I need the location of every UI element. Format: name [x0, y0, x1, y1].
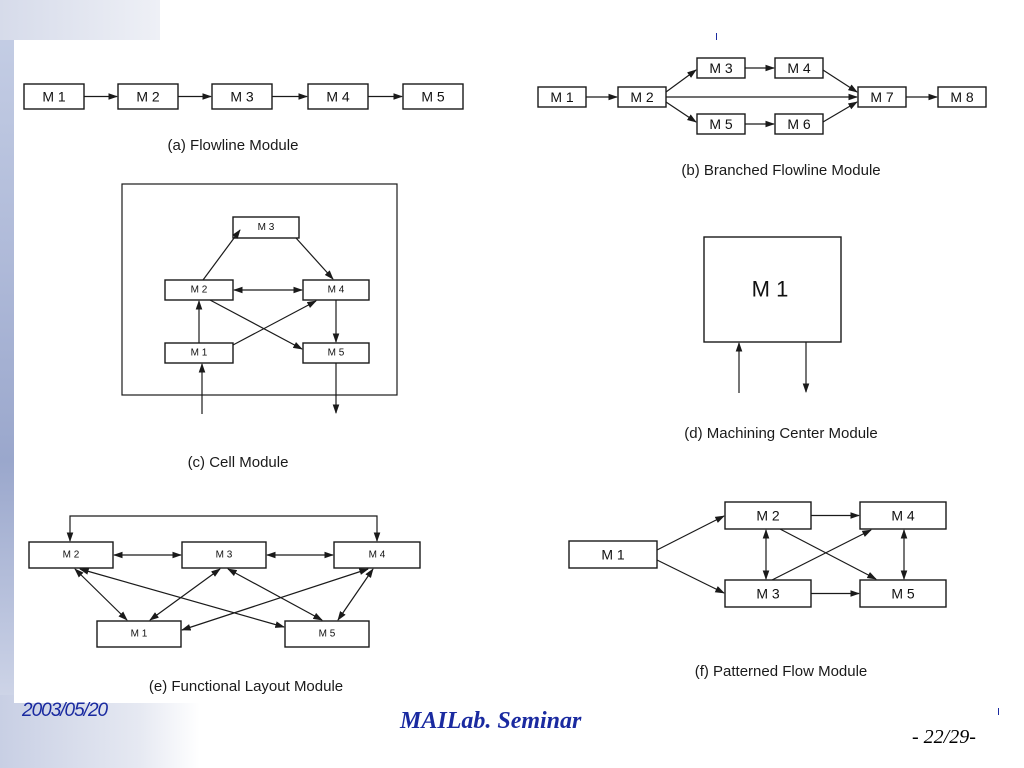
svg-text:M 2: M 2: [756, 508, 780, 524]
module-box: M 8: [937, 86, 987, 108]
svg-text:M 8: M 8: [950, 89, 974, 105]
diagram-functional-layout: M 2 M 3 M 4 M 1 M 5 (e) Functional Layou…: [28, 515, 421, 695]
svg-text:M 5: M 5: [328, 348, 345, 359]
flow-arrow: [656, 559, 725, 594]
caption-functional-layout: (e) Functional Layout Module: [149, 678, 343, 695]
module-box: M 2: [164, 279, 234, 301]
module-box: M 1: [537, 86, 587, 108]
svg-text:M 1: M 1: [131, 629, 148, 640]
module-box: M 4: [333, 541, 421, 569]
svg-text:M 2: M 2: [63, 550, 80, 561]
caption-patterned-flow: (f) Patterned Flow Module: [695, 663, 868, 680]
svg-text:M 3: M 3: [216, 550, 233, 561]
module-box: M 2: [117, 83, 179, 110]
svg-text:M 4: M 4: [891, 508, 915, 524]
module-box: M 2: [724, 501, 812, 530]
flow-arrow: [227, 568, 323, 621]
module-box: M 1: [568, 540, 658, 569]
svg-text:M 6: M 6: [787, 116, 811, 132]
caption-machining-center: (d) Machining Center Module: [684, 425, 877, 442]
svg-text:M 3: M 3: [258, 222, 275, 233]
module-box: M 5: [402, 83, 464, 110]
diagram-patterned-flow: M 1 M 2 M 4 M 3 M 5 (f) Patterned Flow M…: [568, 501, 947, 680]
footer-page-number: - 22/29-: [912, 726, 976, 748]
svg-text:M 3: M 3: [230, 89, 254, 105]
flow-arrow: [665, 101, 697, 123]
flow-arrow: [337, 568, 374, 621]
flow-arrow: [665, 69, 697, 93]
svg-text:M 2: M 2: [136, 89, 160, 105]
flow-arrow: [822, 101, 858, 123]
svg-text:M 1: M 1: [601, 547, 625, 563]
footer-date: 2003/05/20: [22, 700, 108, 721]
tick-mark-bottom: [998, 708, 999, 715]
flow-arrow: [779, 528, 877, 580]
module-box: M 6: [774, 113, 824, 135]
svg-text:M 5: M 5: [891, 586, 915, 602]
flow-arrow: [74, 568, 128, 621]
caption-branched-flowline: (b) Branched Flowline Module: [681, 162, 880, 179]
svg-text:M 3: M 3: [709, 60, 733, 76]
diagram-cell: M 3 M 2 M 4 M 1 M 5 (c) Cell Module: [121, 183, 398, 471]
flow-arrow: [771, 529, 872, 581]
module-box: M 4: [302, 279, 370, 301]
module-box: M 3: [724, 579, 812, 608]
module-box: M 3: [696, 57, 746, 79]
svg-text:M 1: M 1: [191, 348, 208, 359]
caption-cell: (c) Cell Module: [188, 454, 289, 471]
flow-arrow: [66, 515, 381, 542]
module-box: M 5: [859, 579, 947, 608]
module-box: M 4: [774, 57, 824, 79]
caption-flowline: (a) Flowline Module: [168, 137, 299, 154]
svg-text:M 5: M 5: [319, 629, 336, 640]
module-box: M 4: [307, 83, 369, 110]
background-top: [0, 0, 1024, 40]
svg-text:M 7: M 7: [870, 89, 894, 105]
flow-arrow: [822, 69, 858, 93]
flow-arrow: [202, 229, 241, 281]
flow-arrow: [232, 300, 317, 346]
module-box: M 3: [211, 83, 273, 110]
module-box: M 1: [96, 620, 182, 648]
flow-arrow: [79, 568, 285, 628]
svg-text:M 4: M 4: [787, 60, 811, 76]
module-box: M 1: [164, 342, 234, 364]
diagram-machining-center: M 1 (d) Machining Center Module: [684, 236, 878, 442]
cell-boundary: [121, 183, 398, 396]
module-box: M 1: [703, 236, 842, 343]
flow-arrow: [295, 237, 334, 280]
module-box: M 5: [696, 113, 746, 135]
module-box: M 4: [859, 501, 947, 530]
background-decoration-top: [0, 0, 160, 40]
module-box: M 3: [232, 216, 300, 239]
svg-text:M 5: M 5: [709, 116, 733, 132]
flow-arrow: [656, 515, 725, 551]
svg-text:M 2: M 2: [630, 89, 654, 105]
module-box: M 7: [857, 86, 907, 108]
module-box: M 5: [284, 620, 370, 648]
svg-text:M 2: M 2: [191, 285, 208, 296]
diagram-flowline: M 1 M 2 M 3 M 4 M 5 (a) Flowline Module: [23, 83, 464, 154]
svg-text:M 1: M 1: [752, 277, 789, 302]
flow-arrow: [149, 568, 221, 621]
svg-text:M 3: M 3: [756, 586, 780, 602]
svg-text:M 5: M 5: [421, 89, 445, 105]
module-box: M 2: [617, 86, 667, 108]
module-box: M 3: [181, 541, 267, 569]
flow-arrow: [181, 568, 369, 631]
svg-text:M 1: M 1: [550, 89, 574, 105]
svg-text:M 4: M 4: [326, 89, 350, 105]
footer-seminar-title: MAILab. Seminar: [400, 708, 582, 734]
svg-text:M 1: M 1: [42, 89, 66, 105]
tick-mark-top: [716, 33, 717, 40]
background-decoration-bottom: [0, 695, 200, 768]
svg-text:M 4: M 4: [369, 550, 386, 561]
module-box: M 2: [28, 541, 114, 569]
diagram-branched-flowline: M 1 M 2 M 3 M 4 M 5 M 6 M 7 M 8 (b) Bran…: [537, 57, 987, 179]
module-box: M 5: [302, 342, 370, 364]
module-box: M 1: [23, 83, 85, 110]
svg-text:M 4: M 4: [328, 285, 345, 296]
flow-arrow: [209, 299, 303, 350]
